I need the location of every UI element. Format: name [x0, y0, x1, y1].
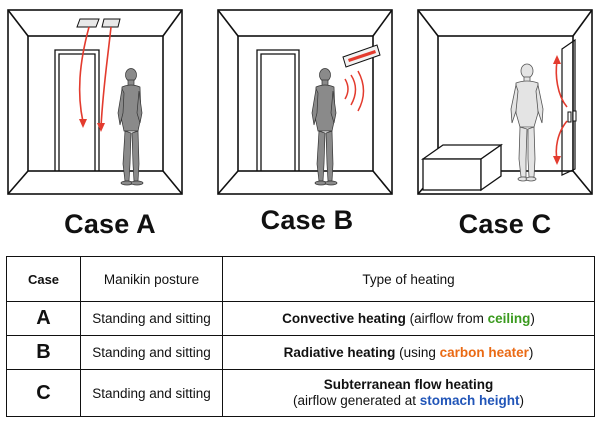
posture-cell: Standing and sitting [80, 369, 223, 417]
heating-highlight: stomach height [419, 393, 520, 408]
airflow-arrows [553, 55, 568, 165]
heating-highlight: carbon heater [439, 344, 529, 360]
heating-detail-pre: (airflow generated at [292, 393, 420, 408]
heating-type: Subterranean flow heating [323, 377, 494, 392]
airflow-arrows [78, 26, 112, 132]
door [256, 49, 300, 171]
door [54, 49, 100, 171]
heating-detail-pre: (using [395, 344, 440, 360]
case-b-room [217, 9, 393, 195]
heating-cell: Radiative heating (using carbon heater) [222, 335, 595, 370]
heating-detail-post: ) [519, 393, 525, 408]
table-row: A Standing and sitting Convective heatin… [6, 301, 595, 336]
case-letter: C [6, 369, 81, 417]
heating-detail-post: ) [530, 310, 535, 326]
case-c-room [417, 9, 593, 195]
radiation-waves [344, 70, 365, 112]
room-outer-wall [217, 9, 393, 195]
room-outer-wall [7, 9, 183, 195]
caption-case-c: Case C [458, 209, 552, 239]
case-a-illustration [7, 9, 183, 195]
case-letter: A [6, 301, 81, 336]
side-door [561, 38, 576, 176]
table-row: C Standing and sitting Subterranean flow… [6, 369, 595, 417]
table-row: B Standing and sitting Radiative heating… [6, 335, 595, 370]
header-posture: Manikin posture [80, 256, 223, 302]
table-header-row: Case Manikin posture Type of heating [6, 256, 595, 302]
wall-vents [567, 110, 577, 123]
heating-cell: Subterranean flow heating(airflow genera… [222, 369, 595, 417]
manikin [510, 63, 544, 182]
case-c-illustration [417, 9, 593, 195]
heating-type: Convective heating [282, 310, 406, 326]
header-heating: Type of heating [222, 256, 595, 302]
header-case: Case [6, 256, 81, 302]
case-a-room [7, 9, 183, 195]
heating-cases-table: Case Manikin posture Type of heating A S… [6, 256, 595, 417]
heating-detail-post: ) [528, 344, 534, 360]
bench [420, 143, 504, 192]
manikin [311, 68, 338, 186]
posture-cell: Standing and sitting [80, 301, 223, 336]
posture-cell: Standing and sitting [80, 335, 223, 370]
room-back-wall [237, 35, 374, 172]
caption-case-b: Case B [260, 205, 354, 235]
case-letter: B [6, 335, 81, 370]
heating-type: Radiative heating [283, 344, 396, 360]
heating-highlight: ceiling [487, 310, 531, 326]
manikin [117, 68, 144, 186]
carbon-heater [342, 44, 381, 68]
caption-case-a: Case A [64, 209, 156, 239]
ceiling-vents [76, 18, 121, 28]
room-outer-wall [417, 9, 593, 195]
case-b-illustration [217, 9, 393, 195]
heating-detail-pre: (airflow from [405, 310, 488, 326]
room-back-wall [437, 35, 574, 172]
heating-cell: Convective heating (airflow from ceiling… [222, 301, 595, 336]
